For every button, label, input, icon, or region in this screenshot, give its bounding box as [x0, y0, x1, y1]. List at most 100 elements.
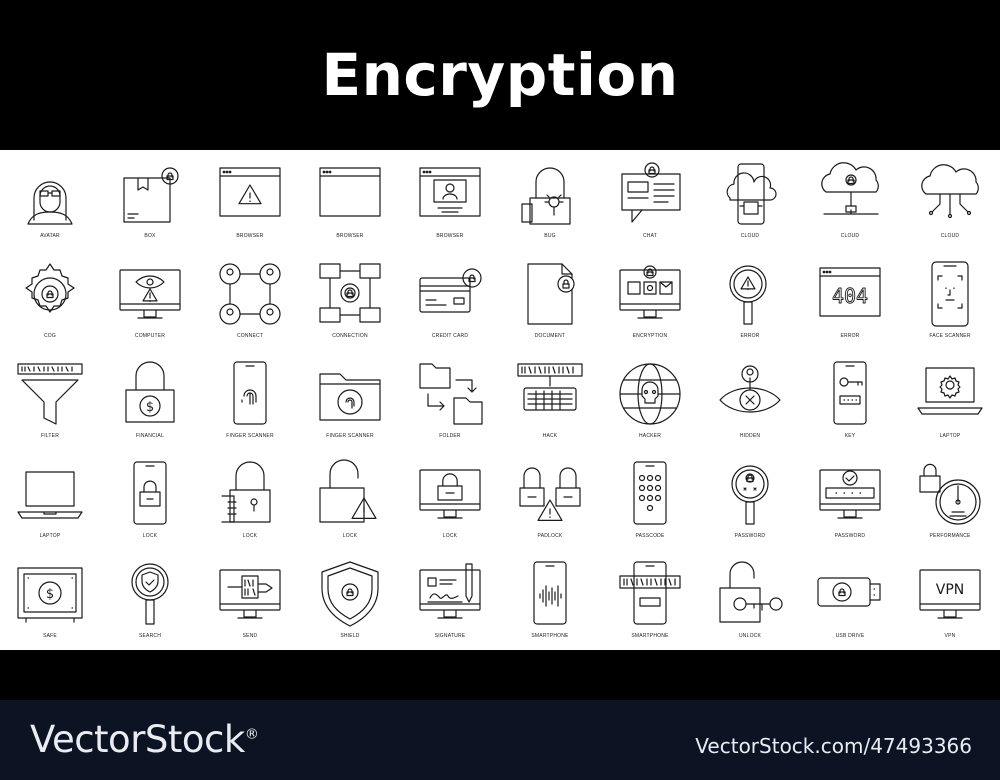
image-id: VectorStock.com/47493366	[695, 734, 972, 758]
icon-label: SAFE	[43, 633, 57, 639]
smartphone-voice-icon	[533, 561, 567, 625]
cog-lock-icon	[25, 263, 75, 313]
browser-warning-icon	[219, 167, 281, 217]
hacker-globe-icon	[619, 363, 681, 425]
icon-label: ENCRYPTION	[632, 333, 668, 339]
icon-label: BROWSER	[436, 233, 464, 239]
icon-label: CLOUD	[840, 233, 860, 239]
icon-label: PASSCODE	[635, 533, 665, 539]
icon-label: SEARCH	[138, 633, 162, 639]
icon-label: USB DRIVE	[835, 633, 865, 639]
hidden-eye-icon	[719, 365, 781, 413]
vpn-monitor-icon: VPN	[919, 569, 981, 619]
icon-cell: PADLOCK	[500, 450, 600, 550]
financial-lock-icon: $	[125, 361, 175, 423]
cloud-network-icon	[821, 162, 879, 215]
icon-cell: UNLOCK	[700, 550, 800, 650]
icon-cell: SMARTPHONE	[500, 550, 600, 650]
cloud-nodes-icon	[921, 164, 979, 219]
icon-cell: SEARCH	[100, 550, 200, 650]
watermark-text: VectorStock	[30, 718, 245, 761]
icon-label: AVATAR	[40, 233, 60, 239]
icon-label: FINANCIAL	[136, 433, 164, 439]
icon-cell: USB DRIVE	[800, 550, 900, 650]
watermark-logo: VectorStock®	[30, 718, 259, 761]
separator-band	[0, 650, 1000, 700]
icon-cell: FILTER	[0, 350, 100, 450]
icon-label: PERFORMANCE	[929, 533, 971, 539]
icon-cell: FINGER SCANNER	[300, 350, 400, 450]
title-banner: Encryption	[0, 0, 1000, 150]
connection-monitors-icon	[319, 263, 381, 323]
icon-cell: FINGER SCANNER	[200, 350, 300, 450]
search-shield-icon	[131, 563, 169, 625]
icon-cell: PERFORMANCE	[900, 450, 1000, 550]
browser-user-icon	[419, 167, 481, 217]
avatar-icon	[27, 181, 73, 225]
icon-cell: COMPUTER	[100, 250, 200, 350]
folder-transfer-icon	[419, 363, 483, 425]
computer-eye-icon	[119, 269, 181, 319]
icon-cell: COG	[0, 250, 100, 350]
finger-phone-icon	[233, 361, 267, 425]
icon-label: HACK	[542, 433, 558, 439]
icon-cell: HIDDEN	[700, 350, 800, 450]
icon-label: BROWSER	[336, 233, 364, 239]
icon-cell: HACK	[500, 350, 600, 450]
hack-keyboard-icon	[517, 363, 583, 411]
icon-label: CLOUD	[940, 233, 960, 239]
vpn-text: VPN	[936, 582, 965, 598]
shield-lock-icon	[321, 561, 379, 627]
key-phone-icon	[833, 361, 867, 425]
bug-lock-icon	[521, 167, 571, 225]
icon-cell: BROWSER	[400, 150, 500, 250]
icon-label: SMARTPHONE	[531, 633, 569, 639]
icon-label: SEND	[242, 633, 258, 639]
icon-cell: LAPTOP	[0, 450, 100, 550]
chat-lock-icon	[621, 162, 681, 223]
icon-label: ERROR	[840, 333, 860, 339]
registered-mark: ®	[244, 726, 259, 743]
icon-cell: HACKER	[600, 350, 700, 450]
icon-label: LAPTOP	[39, 533, 61, 539]
icon-label: PASSWORD	[834, 533, 866, 539]
filter-binary-icon	[17, 363, 83, 425]
send-binary-icon	[219, 569, 281, 619]
icon-label: UNLOCK	[738, 633, 762, 639]
icon-cell: SHIELD	[300, 550, 400, 650]
svg-text:$: $	[46, 587, 54, 602]
icon-cell: ERROR	[700, 250, 800, 350]
safe-icon: $	[17, 567, 83, 623]
icon-label: CREDIT CARD	[431, 333, 469, 339]
icon-label: ERROR	[740, 333, 760, 339]
icon-cell: PASSCODE	[600, 450, 700, 550]
icon-cell: CHAT	[600, 150, 700, 250]
icon-label: BROWSER	[236, 233, 264, 239]
icon-cell: $ FINANCIAL	[100, 350, 200, 450]
icon-cell: LAPTOP	[900, 350, 1000, 450]
icon-cell: BOX	[100, 150, 200, 250]
icon-cell: SIGNATURE	[400, 550, 500, 650]
icon-cell: BROWSER	[200, 150, 300, 250]
icon-cell: BUG	[500, 150, 600, 250]
icon-cell: CLOUD	[900, 150, 1000, 250]
page-title: Encryption	[321, 41, 679, 109]
icon-label: CONNECT	[236, 333, 264, 339]
footer-bar	[0, 700, 1000, 780]
icon-cell: LOCK	[200, 450, 300, 550]
password-monitor-icon	[819, 469, 881, 519]
credit-card-icon	[419, 268, 482, 313]
signature-icon	[419, 563, 481, 619]
icon-label: LOCK	[442, 533, 458, 539]
icon-cell: ENCRYPTION	[600, 250, 700, 350]
passcode-phone-icon	[633, 461, 667, 525]
laptop-icon	[17, 471, 83, 519]
icon-label: FILTER	[40, 433, 60, 439]
icon-label: LAPTOP	[939, 433, 961, 439]
unlock-key-icon	[719, 561, 783, 623]
icon-cell: AVATAR	[0, 150, 100, 250]
icon-cell: PASSWORD	[700, 450, 800, 550]
icon-cell: PASSWORD	[800, 450, 900, 550]
